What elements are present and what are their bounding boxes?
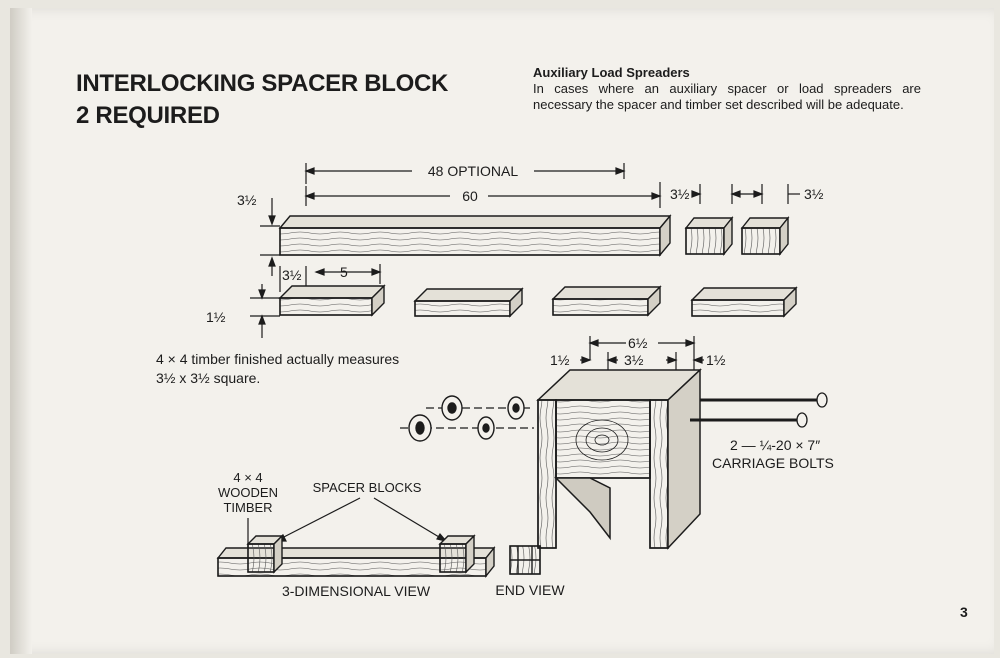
washers-nuts	[408, 395, 525, 442]
spacer-block-diagram: 48 OPTIONAL 60 3½ 3½	[156, 163, 834, 599]
page-title: INTERLOCKING SPACER BLOCK 2 REQUIRED	[76, 68, 448, 132]
dimension-spacer-thickness	[250, 284, 280, 338]
long-timber	[278, 214, 672, 257]
spacer-slab-4	[690, 286, 798, 318]
dim-right-gap-label: 1½	[706, 352, 726, 368]
page-fold-shadow	[10, 8, 32, 654]
timber-note-line-2: 3½ x 3½ square.	[156, 370, 260, 386]
dim-left-gap-label: 1½	[550, 352, 570, 368]
manual-page: INTERLOCKING SPACER BLOCK 2 REQUIRED Aux…	[10, 8, 994, 654]
small-block-1	[684, 216, 734, 256]
title-line-1: INTERLOCKING SPACER BLOCK	[76, 70, 449, 97]
dim-assembly-width-label: 6½	[628, 335, 648, 351]
auxiliary-body: In cases where an auxiliary spacer or lo…	[533, 81, 921, 112]
dim-height-left-label: 3½	[237, 192, 257, 208]
dim-block-a-label: 3½	[670, 186, 690, 202]
dim-length-label: 60	[462, 188, 478, 204]
timber-label-line-1: 4 × 4	[233, 470, 262, 485]
spacer-blocks-label: SPACER BLOCKS	[313, 480, 422, 495]
dimension-small-blocks	[691, 184, 800, 204]
dim-spacer-thickness-label: 1½	[206, 309, 226, 325]
auxiliary-section: Auxiliary Load Spreaders In cases where …	[533, 65, 921, 113]
bolts-note-line-2: CARRIAGE BOLTS	[712, 455, 834, 471]
end-view-label: END VIEW	[495, 582, 565, 598]
three-dimensional-view	[216, 534, 496, 578]
timber-label-line-3: TIMBER	[223, 500, 272, 515]
dimension-optional	[304, 163, 626, 184]
small-block-2	[740, 216, 790, 256]
bolts-note-line-1: 2 — ¼-20 × 7″	[730, 437, 820, 453]
dimension-height-left	[260, 198, 280, 276]
title-line-2: 2 REQUIRED	[76, 102, 220, 129]
dim-optional-label: 48 OPTIONAL	[428, 163, 518, 179]
three-d-view-label: 3-DIMENSIONAL VIEW	[282, 583, 431, 599]
spacer-slab-2	[413, 287, 524, 318]
spacer-slab-3	[551, 285, 662, 317]
dim-spacer-depth-label: 3½	[282, 267, 302, 283]
auxiliary-heading: Auxiliary Load Spreaders	[533, 65, 690, 80]
dimension-spacer-top	[279, 264, 382, 292]
spacer-blocks-leaders	[274, 497, 448, 542]
spacer-slab-1	[278, 284, 386, 317]
dimension-assembly	[580, 336, 704, 370]
dimension-length	[304, 182, 662, 208]
dim-block-b-label: 3½	[804, 186, 824, 202]
end-view-drawing	[509, 545, 541, 575]
timber-note-line-1: 4 × 4 timber finished actually measures	[156, 351, 399, 367]
assembled-spacer-block	[536, 368, 702, 550]
page-number: 3	[960, 604, 968, 620]
dim-spacer-length-label: 5	[340, 264, 348, 280]
dim-center-label: 3½	[624, 352, 644, 368]
timber-label-line-2: WOODEN	[218, 485, 278, 500]
